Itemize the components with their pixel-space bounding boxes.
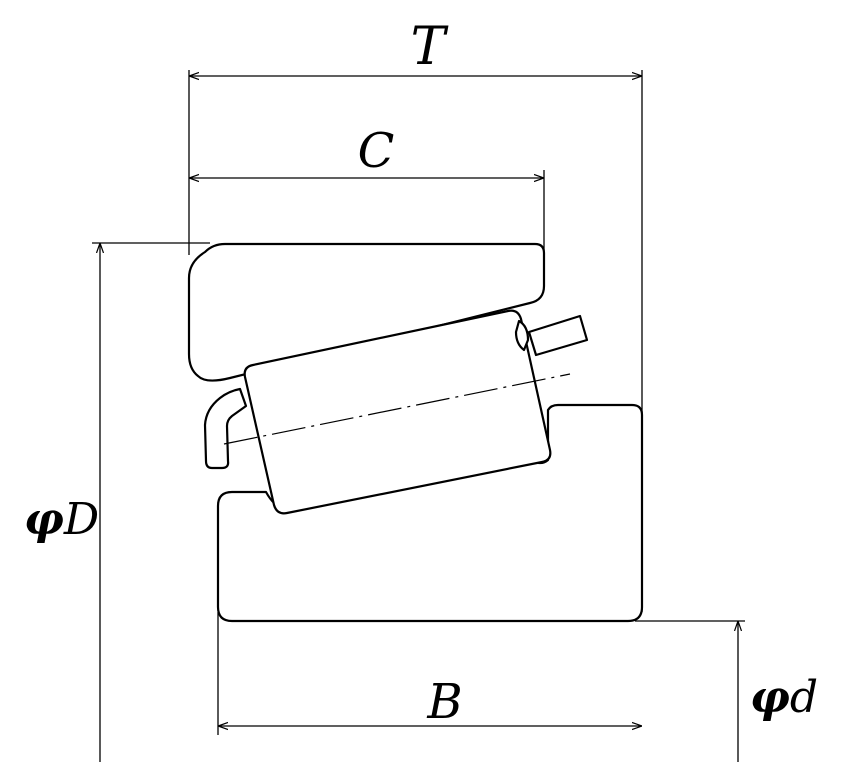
label-phi-d: φd bbox=[750, 672, 818, 723]
label-C: C bbox=[358, 123, 395, 179]
label-B: B bbox=[426, 674, 462, 730]
cage-left bbox=[203, 387, 248, 470]
phi-symbol-d: φ bbox=[750, 672, 790, 723]
letter-d: d bbox=[790, 672, 818, 723]
phi-symbol-D: φ bbox=[24, 494, 64, 545]
label-T: T bbox=[411, 17, 449, 77]
cage-right bbox=[514, 314, 589, 357]
roller-centerline bbox=[223, 373, 571, 445]
outer-ring-cup bbox=[187, 242, 546, 382]
label-phi-D: φD bbox=[24, 494, 99, 545]
roller bbox=[243, 309, 552, 515]
letter-D: D bbox=[63, 494, 99, 545]
